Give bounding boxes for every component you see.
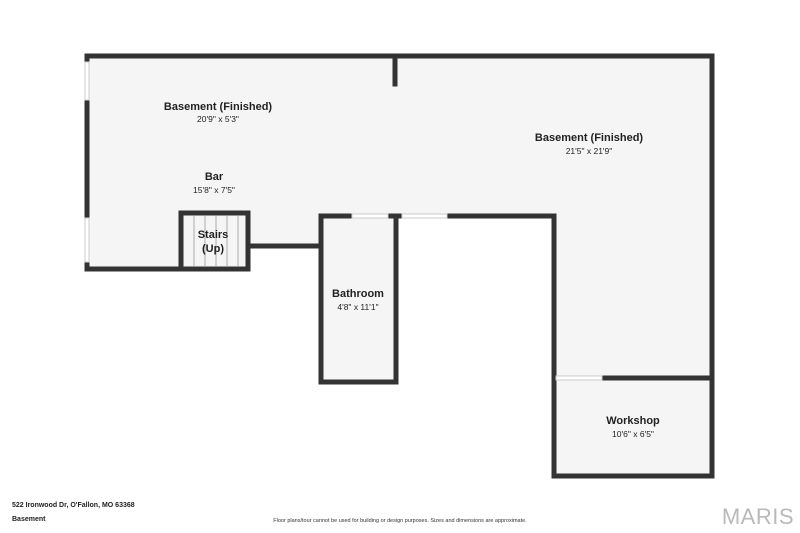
room-dims-bathroom: 4'8" x 11'1"	[337, 302, 378, 312]
floor-level-label: Basement	[12, 516, 46, 523]
room-name-basement-main: Basement (Finished)	[535, 132, 644, 144]
window-left-upper	[84, 61, 90, 101]
disclaimer-text: Floor plans/tour cannot be used for buil…	[273, 518, 527, 524]
door-openings	[351, 213, 603, 381]
room-name-bathroom: Bathroom	[332, 288, 384, 300]
room-dims-basement-main: 21'5" x 21'9"	[566, 146, 613, 156]
room-name-basement-west: Basement (Finished)	[164, 101, 273, 113]
stair-treads	[193, 216, 239, 267]
door-main-top	[401, 213, 448, 219]
room-name-stairs-up: (Up)	[202, 243, 224, 255]
room-name-workshop: Workshop	[606, 415, 660, 427]
walls	[84, 53, 715, 479]
room-name-bar: Bar	[205, 171, 224, 183]
window-left-lower	[84, 217, 90, 263]
windows	[84, 61, 90, 263]
room-dims-bar: 15'8" x 7'5"	[193, 185, 235, 195]
door-bath-top	[351, 213, 389, 219]
room-labels: Basement (Finished) 20'9" x 5'3" Basemen…	[164, 101, 660, 439]
property-address: 522 Ironwood Dr, O'Fallon, MO 63368	[12, 502, 135, 509]
brand-logo: MARIS	[721, 504, 794, 529]
room-dims-basement-west: 20'9" x 5'3"	[197, 114, 239, 124]
door-workshop	[555, 375, 603, 381]
room-name-stairs: Stairs	[198, 229, 229, 241]
room-dims-workshop: 10'6" x 6'5"	[612, 429, 654, 439]
